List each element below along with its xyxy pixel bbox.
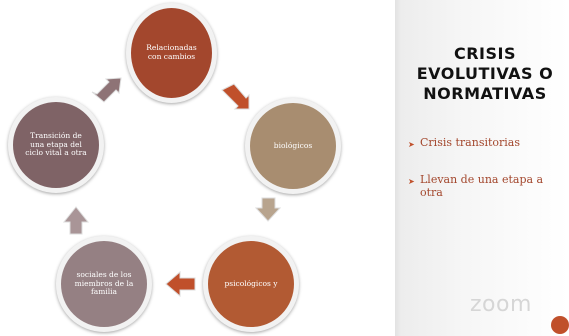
zoom-watermark: zoom bbox=[470, 292, 532, 317]
cycle-node-psicologicos: psicológicos y bbox=[203, 236, 299, 332]
bullet-arrow-icon: ➤ bbox=[408, 177, 415, 186]
cycle-node-label: sociales de los miembros de la familia bbox=[74, 270, 134, 297]
bullet-list: ➤ Crisis transitorias ➤ Llevan de una et… bbox=[408, 136, 558, 221]
slide-title: CRISIS EVOLUTIVAS O NORMATIVAS bbox=[416, 44, 554, 103]
cycle-node-label: Relacionadas con cambios bbox=[146, 43, 197, 61]
cycle-node-label: psicológicos y bbox=[224, 278, 278, 288]
cycle-node-transicion: Transición de una etapa del ciclo vital … bbox=[8, 97, 104, 193]
text-panel bbox=[395, 0, 569, 336]
bullet-item: ➤ Crisis transitorias bbox=[408, 136, 558, 151]
arrow-3-icon bbox=[165, 270, 196, 298]
cycle-node-cambios: Relacionadas con cambios bbox=[126, 3, 217, 103]
diagram-panel: Relacionadas con cambios biológicos psic… bbox=[8, 3, 341, 332]
bullet-item: ➤ Llevan de una etapa a otra bbox=[408, 173, 558, 199]
cycle-node-sociales: sociales de los miembros de la familia bbox=[56, 236, 152, 332]
bullet-text: Crisis transitorias bbox=[420, 136, 521, 149]
arrow-5-icon bbox=[91, 77, 122, 103]
arrow-2-icon bbox=[254, 197, 282, 222]
cycle-node-label: Transición de una etapa del ciclo vital … bbox=[25, 131, 87, 158]
cycle-node-biologicos: biológicos bbox=[245, 98, 341, 194]
recording-indicator-icon bbox=[551, 316, 569, 334]
bullet-arrow-icon: ➤ bbox=[408, 140, 415, 149]
bullet-text: Llevan de una etapa a otra bbox=[420, 173, 544, 199]
arrow-1-icon bbox=[221, 83, 250, 110]
cycle-arrows bbox=[62, 77, 282, 298]
arrow-4-icon bbox=[62, 206, 90, 235]
cycle-node-label: biológicos bbox=[273, 140, 313, 150]
